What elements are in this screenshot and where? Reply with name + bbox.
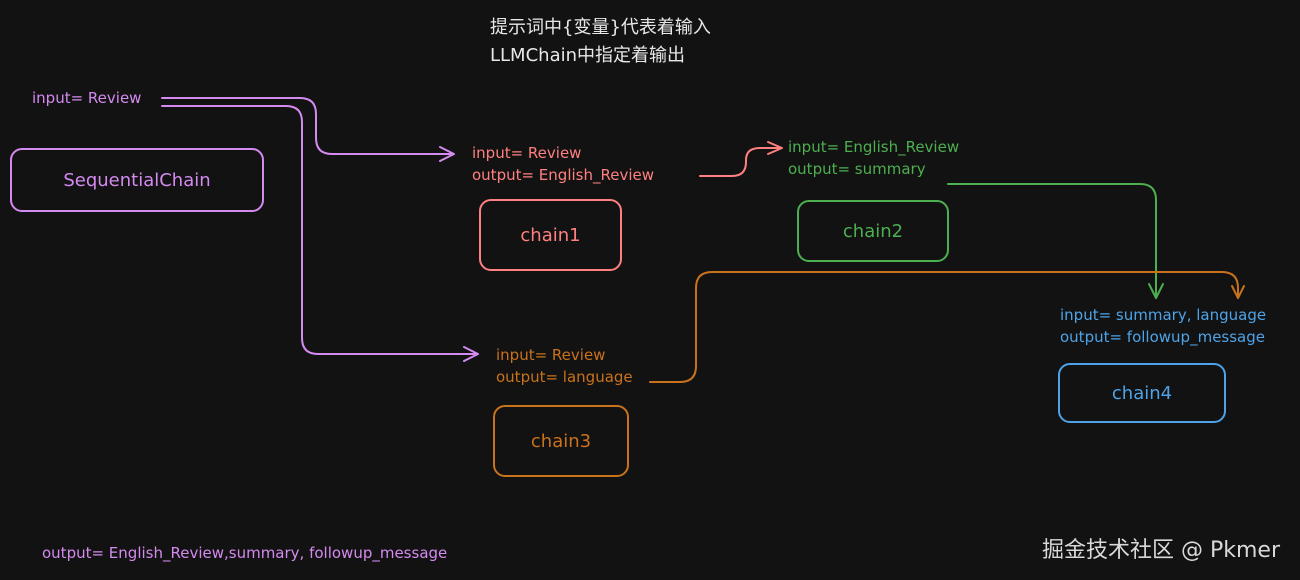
chain1-node: chain1 bbox=[479, 199, 622, 271]
arrowhead-chain1-input bbox=[439, 146, 455, 162]
sequential-output-label: output= English_Review,summary, followup… bbox=[42, 544, 448, 562]
arrowhead-chain4-from-chain3 bbox=[1231, 285, 1245, 299]
chain4-input-label: input= summary, language bbox=[1060, 306, 1267, 324]
chain4-output-label: output= followup_message bbox=[1060, 328, 1265, 346]
sequential-input-label: input= Review bbox=[32, 89, 142, 107]
edge-chain1-to-chain2 bbox=[699, 147, 781, 177]
chain1-input-label: input= Review bbox=[472, 144, 582, 162]
chain3-node-label: chain3 bbox=[530, 430, 592, 452]
chain2-output-label: output= summary bbox=[788, 160, 926, 178]
note-line1: 提示词中{变量}代表着输入 bbox=[490, 17, 711, 38]
chain2-node: chain2 bbox=[797, 200, 949, 262]
chain2-node-label: chain2 bbox=[842, 220, 904, 242]
chain4-node: chain4 bbox=[1058, 363, 1226, 423]
chain1-node-label: chain1 bbox=[520, 224, 581, 246]
chain4-node-label: chain4 bbox=[1111, 382, 1173, 404]
arrowhead-chain4-from-chain2 bbox=[1148, 283, 1164, 299]
edge-chain2-to-chain4 bbox=[947, 183, 1157, 299]
sequentialchain-node: SequentialChain bbox=[10, 148, 264, 212]
sequentialchain-node-label: SequentialChain bbox=[63, 169, 211, 191]
chain3-input-label: input= Review bbox=[496, 346, 606, 364]
chain3-output-label: output= language bbox=[496, 368, 633, 386]
chain1-output-label: output= English_Review bbox=[472, 166, 654, 184]
note-line2: LLMChain中指定着输出 bbox=[490, 45, 686, 66]
edge-input-to-chain1 bbox=[161, 97, 453, 155]
arrowhead-chain3-input bbox=[463, 346, 479, 362]
chain3-node: chain3 bbox=[493, 405, 629, 477]
edge-chain3-to-chain4 bbox=[649, 271, 1239, 383]
arrowhead-chain2-input bbox=[767, 141, 783, 155]
watermark-text: 掘金技术社区 @ Pkmer bbox=[1041, 538, 1280, 563]
chain2-input-label: input= English_Review bbox=[788, 138, 960, 156]
edge-input-to-chain3 bbox=[161, 105, 477, 355]
